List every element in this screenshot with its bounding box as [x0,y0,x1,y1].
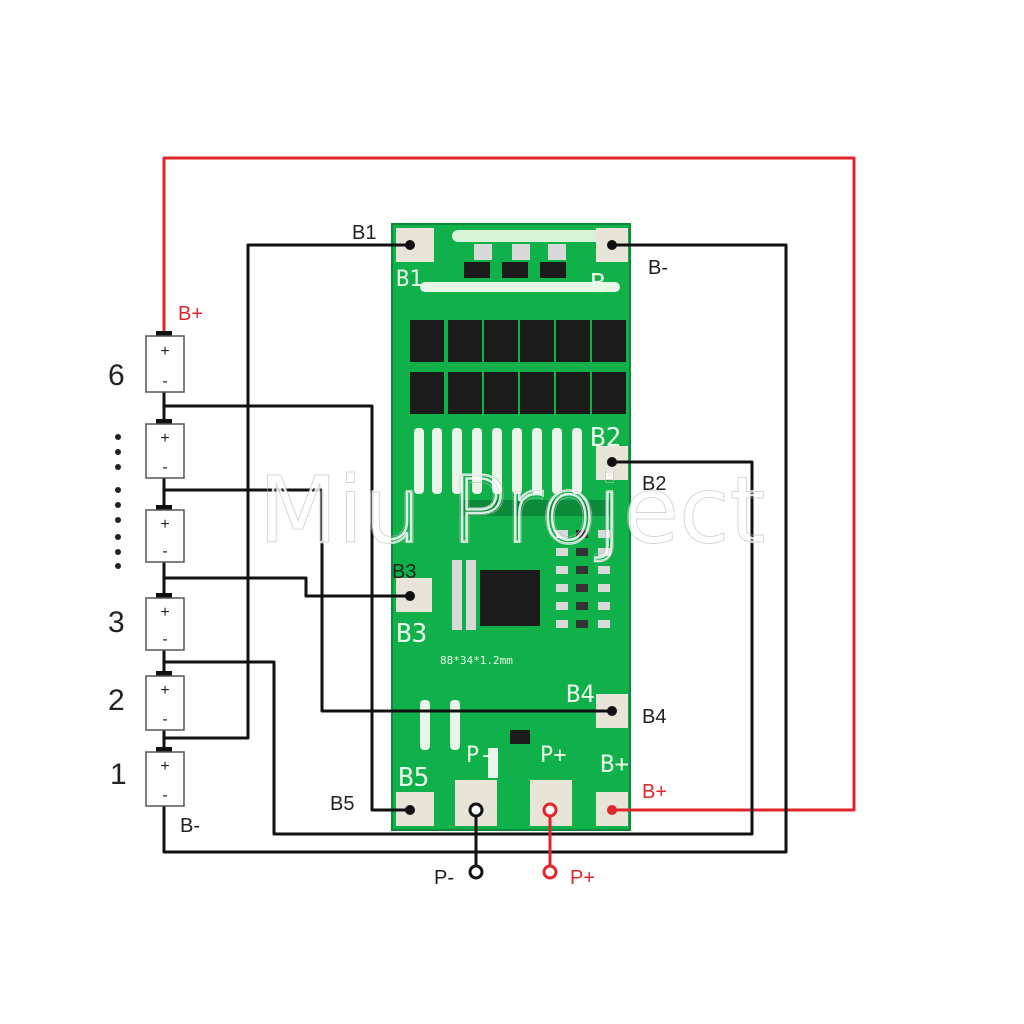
p-minus-terminal-icon [468,864,484,880]
silk-b4: B4 [566,680,595,708]
battery-cell: + - [145,331,185,393]
bms-ic-chip [480,570,540,626]
cell-plus: + [160,758,169,775]
label-b5: B5 [330,793,354,815]
silk-b3: B3 [396,619,427,649]
label-p-minus: P- [434,867,454,889]
smd-components [452,530,610,630]
b2-wire [164,460,754,836]
battery-cell: + - [145,671,185,731]
bms-pcb: B1 B- B2 B3 B4 B5 P- P+ B+ 88*34*1.2mm [391,223,631,831]
cell-minus: - [162,631,167,648]
label-b1: B1 [352,222,376,244]
label-b-minus-cell: B- [180,815,200,837]
battery-cell: + - [145,419,185,479]
cell-plus: + [160,516,169,533]
cell-minus: - [162,787,167,804]
silk-b2: B2 [590,423,621,453]
label-b-minus: B- [648,257,668,279]
watermark-outline: Miu Project [258,457,765,564]
b5-wire [164,404,410,812]
battery-stack: + - + - + - + - + - [145,331,185,807]
cell-plus: + [160,604,169,621]
label-b4: B4 [642,706,666,728]
resistor-icon [464,262,490,278]
label-b-plus: B+ [642,781,667,803]
cell-minus: - [162,711,167,728]
resistor-icon [502,262,528,278]
silk-board-size: 88*34*1.2mm [440,654,513,667]
cell-plus: + [160,430,169,447]
watermark: Miu Project [258,457,765,564]
p-plus-terminal-icon [542,864,558,880]
silk-p-minus: P- [466,743,493,768]
label-p-plus: P+ [570,867,595,889]
silk-b5: B5 [398,763,429,793]
silk-b1: B1 [396,267,423,292]
cell-minus: - [162,459,167,476]
mosfet-array [410,320,626,414]
battery-cell: + - [145,747,185,807]
cell-plus: + [160,343,169,360]
ellipsis-dots-icon [115,434,121,569]
silk-b-minus: B- [590,269,621,299]
b-plus-wire [162,156,856,812]
cell-minus: - [162,543,167,560]
terminal-dots [405,240,617,880]
cell-number-1: 1 [110,758,127,791]
cell-number-3: 3 [108,606,125,639]
label-b-plus-cell: B+ [178,303,203,325]
resistor-icon [540,262,566,278]
cell-number-2: 2 [108,684,125,717]
silk-p-plus: P+ [540,743,567,768]
label-b2: B2 [642,473,666,495]
cell-number-6: 6 [108,359,125,392]
battery-cell: + - [145,505,185,563]
cell-minus: - [162,373,167,390]
wiring [162,156,856,870]
battery-cell: + - [145,593,185,651]
cell-plus: + [160,682,169,699]
silk-b-plus: B+ [600,750,629,778]
b4-wire [164,488,612,713]
balance-resistors [414,428,582,494]
label-b3: B3 [392,561,416,583]
b3-wire [164,576,410,598]
b-minus-wire [162,243,788,854]
